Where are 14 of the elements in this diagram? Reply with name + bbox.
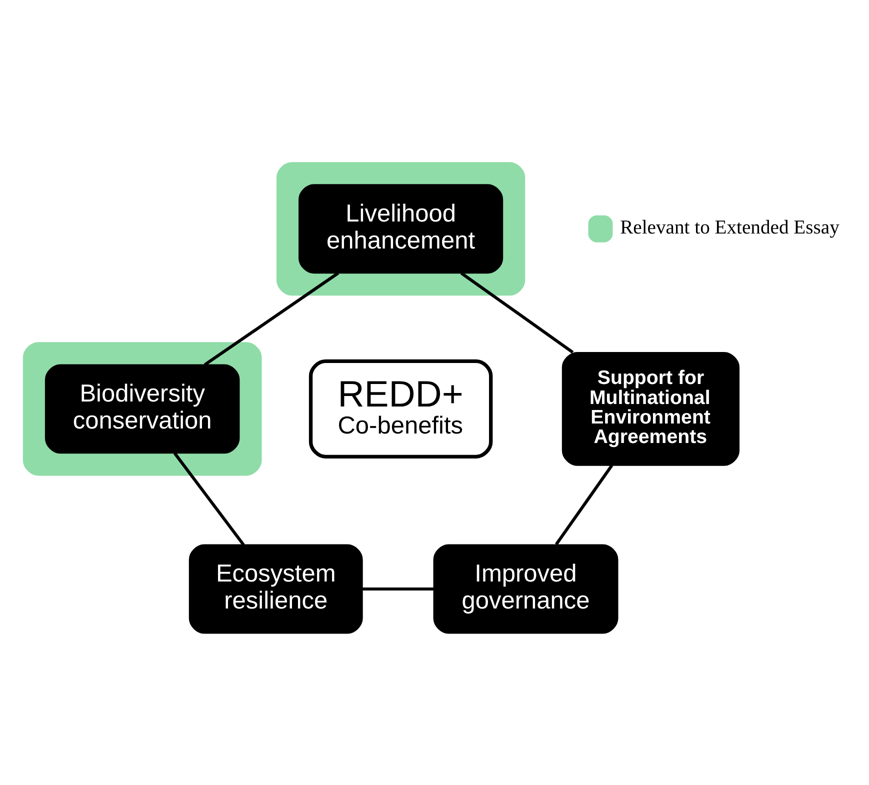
legend-label: Relevant to Extended Essay xyxy=(620,217,840,238)
cluster xyxy=(276,162,526,296)
node-box: REDD+ Co-benefits xyxy=(308,358,493,458)
node-box: Support for Multinational Environment Agreements xyxy=(562,351,740,466)
connector xyxy=(460,271,574,354)
node-box: Livelihood enhancement xyxy=(298,184,504,274)
connector xyxy=(173,452,245,546)
cluster xyxy=(22,342,262,476)
node-box: Ecosystem resilience xyxy=(188,544,363,634)
connector xyxy=(555,464,614,545)
connector xyxy=(362,586,434,590)
connector xyxy=(204,271,340,366)
node-box: Biodiversity conservation xyxy=(44,364,240,454)
node-box: Improved governance xyxy=(433,544,618,634)
